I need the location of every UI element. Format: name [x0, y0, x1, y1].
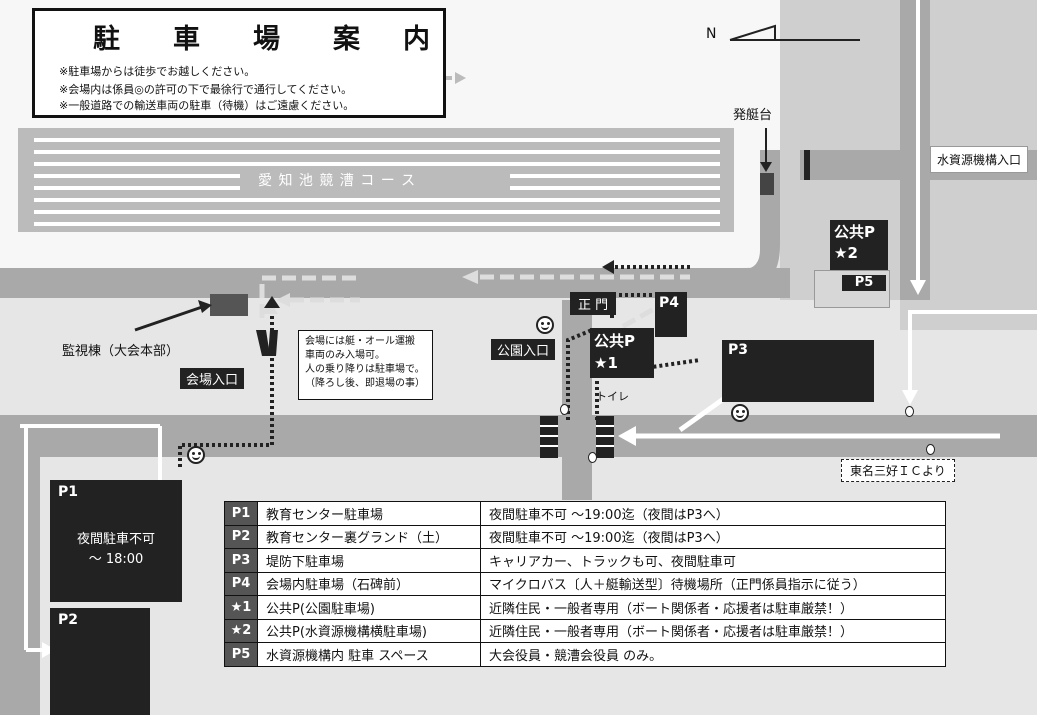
public-parking-2-label: 公共P [834, 223, 875, 241]
park-entrance-label: 公園入口 [491, 339, 556, 360]
water-entrance-label: 水資源機構入口 [930, 146, 1029, 173]
monitor-building [210, 294, 248, 316]
left-road [0, 415, 40, 715]
monitor-building-label: 監視棟（大会本部） [62, 344, 180, 359]
legend-code: P5 [224, 642, 258, 667]
venue-note: 会場には艇・オール運搬 車両のみ入場可。 人の乗り降りは駐車場で。 （降ろし後、… [298, 330, 433, 400]
note-slow: ※会場内は係員◎の許可の下で最徐行で通行してください。 [59, 83, 353, 96]
venue-note-line: 人の乗り降りは駐車場で。 [305, 364, 425, 375]
legend-desc: 大会役員・競漕会役員 のみ。 [480, 642, 946, 667]
legend-desc: 近隣住民・一般者専用（ボート関係者・応援者は駐車厳禁！） [480, 595, 946, 620]
venue-note-line: 会場には艇・オール運搬 [305, 336, 415, 347]
title-char: 駐 [93, 24, 128, 55]
legend-name: 公共P(公園駐車場) [257, 595, 481, 620]
legend-code: ★1 [224, 595, 258, 620]
legend-desc: 近隣住民・一般者専用（ボート関係者・応援者は駐車厳禁！） [480, 618, 946, 643]
title-panel: 駐 車 場 案 内 ※駐車場からは徒歩でお越しください。 ※会場内は係員◎の許可… [32, 8, 446, 118]
legend-name: 公共P(水資源機構横駐車場) [257, 618, 481, 643]
staff-icon [187, 446, 205, 464]
p1-lot: P1 [50, 480, 182, 602]
legend-code: P3 [224, 548, 258, 573]
title-char: 車 [173, 24, 208, 55]
title-char: 場 [253, 24, 288, 55]
note-walk: ※駐車場からは徒歩でお越しください。 [59, 65, 256, 78]
guard-icon [560, 404, 569, 415]
note-no-parking: ※一般道路での輸送車両の駐車（待機）はご遠慮ください。 [59, 99, 355, 112]
legend-code: P4 [224, 571, 258, 596]
public-parking-1-label: 公共P [594, 332, 635, 350]
course-label: 愛 知 池 競 漕 コ ー ス [258, 173, 417, 189]
public-parking-2-star: ★2 [834, 244, 858, 262]
ic-label: 東名三好ＩＣより [841, 459, 955, 482]
legend-code: ★2 [224, 618, 258, 643]
legend-name: 教育センター駐車場 [257, 501, 481, 526]
course-label-bg [240, 166, 510, 192]
legend-desc: 夜間駐車不可 ～19:00迄（夜間はP3へ） [480, 501, 946, 526]
guard-icon [588, 452, 597, 463]
legend-name: 会場内駐車場（石碑前） [257, 571, 481, 596]
venue-note-line: 車両のみ入場可。 [305, 350, 385, 361]
legend-name: 水資源機構内 駐車 スペース [257, 642, 481, 667]
main-gate-label: 正 門 [570, 292, 617, 315]
public-parking-2: 公共P ★2 [830, 220, 888, 270]
legend-desc: 夜間駐車不可 ～19:00迄（夜間はP3へ） [480, 524, 946, 549]
public-parking-1-star: ★1 [594, 354, 618, 372]
staff-icon [731, 404, 749, 422]
p3-lot: P3 [722, 340, 874, 402]
legend-code: P2 [224, 524, 258, 549]
p1-note-line: 夜間駐車不可 [76, 532, 155, 547]
course-lanes [34, 138, 720, 226]
legend-desc: マイクロバス〔人＋艇輸送型〕待機場所（正門係員指示に従う） [480, 571, 946, 596]
venue-note-line: （降ろし後、即退場の事） [305, 378, 425, 389]
public-parking-1: 公共P ★1 [590, 328, 654, 378]
start-tower [760, 173, 774, 195]
p1-label: P1 [58, 484, 79, 500]
guard-icon [926, 444, 935, 455]
p1-note: 夜間駐車不可 ～ 18:00 [50, 530, 182, 570]
legend-name: 堤防下駐車場 [257, 548, 481, 573]
legend-code: P1 [224, 501, 258, 526]
p1-note-line: ～ 18:00 [88, 552, 144, 567]
legend-name: 教育センター裏グランド（土） [257, 524, 481, 549]
p2-lot: P2 [50, 608, 150, 715]
shore-curve [0, 150, 780, 290]
venue-entrance-label: 会場入口 [180, 368, 245, 389]
p5-label: P5 [842, 275, 886, 291]
toilet-label: トイレ [596, 390, 629, 403]
title-char: 案 [333, 24, 368, 55]
north-label: N [706, 26, 717, 42]
start-tower-label: 発艇台 [733, 108, 773, 123]
right-road [900, 300, 1037, 330]
p4-lot: P4 [655, 292, 687, 337]
title-char: 内 [403, 24, 438, 55]
guard-icon [905, 406, 914, 417]
legend-desc: キャリアカー、トラックも可、夜間駐車可 [480, 548, 946, 573]
staff-icon [536, 316, 554, 334]
